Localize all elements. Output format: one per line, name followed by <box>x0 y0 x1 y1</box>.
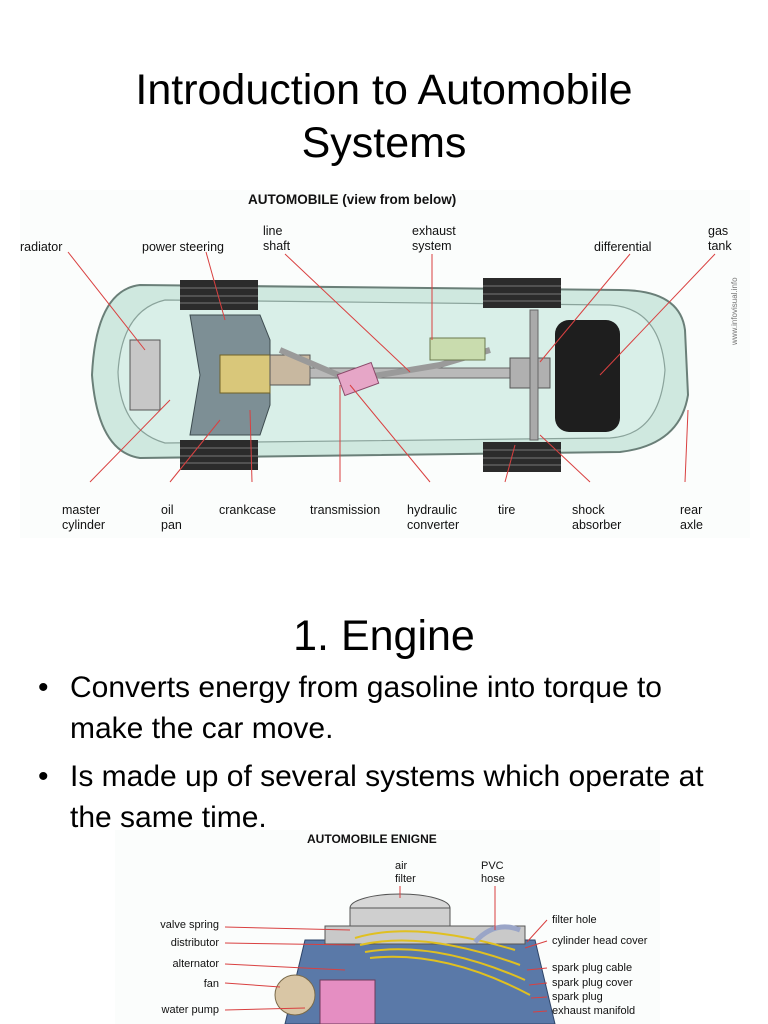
label-spark-plug: spark plug <box>552 991 603 1003</box>
slide-title-intro: Introduction to Automobile Systems <box>0 64 768 170</box>
label-gas-tank-2: tank <box>708 239 732 253</box>
label-radiator: radiator <box>20 240 63 254</box>
label-rear-1: rear <box>680 503 703 517</box>
bullet-list: • Converts energy from gasoline into tor… <box>38 667 738 845</box>
engine-diagram: AUTOMOBILE ENIGNE air filter PVC hose va… <box>115 830 660 1024</box>
label-oil-2: pan <box>161 518 182 532</box>
label-air-2: filter <box>395 873 416 885</box>
label-spark-plug-cable: spark plug cable <box>552 962 633 974</box>
bullet-item: • Converts energy from gasoline into tor… <box>38 667 738 749</box>
label-filter-hole: filter hole <box>552 914 597 926</box>
label-oil-pan: oil pan <box>161 503 182 533</box>
engine-diagram-title: AUTOMOBILE ENIGNE <box>307 832 437 846</box>
bullet-text: Is made up of several systems which oper… <box>70 760 704 834</box>
label-fan: fan <box>203 978 219 990</box>
label-distributor: distributor <box>170 937 219 949</box>
bullet-marker: • <box>38 760 49 793</box>
label-hydraulic-1: hydraulic <box>407 503 458 517</box>
label-pvc-1: PVC <box>481 860 504 872</box>
label-exhaust-2: system <box>412 239 452 253</box>
car-underside-diagram: AUTOMOBILE (view from below) www.infovis… <box>20 190 750 538</box>
label-shock-2: absorber <box>572 518 622 532</box>
bullet-item: • Is made up of several systems which op… <box>38 756 738 838</box>
label-rear-2: axle <box>680 518 703 532</box>
label-power-steering: power steering <box>142 240 224 254</box>
label-gas-tank-1: gas <box>708 224 729 238</box>
car-diagram-title: AUTOMOBILE (view from below) <box>248 192 457 207</box>
label-alternator: alternator <box>172 958 219 970</box>
label-differential: differential <box>594 240 652 254</box>
slide-title-engine: 1. Engine <box>293 612 475 660</box>
label-exhaust-manifold: exhaust manifold <box>552 1005 636 1017</box>
engine-illustration <box>224 886 556 1024</box>
label-line-shaft-1: line <box>263 224 283 238</box>
label-line-shaft: line shaft <box>263 224 290 254</box>
label-exhaust-1: exhaust <box>412 224 456 238</box>
label-gas-tank: gas tank <box>708 224 732 254</box>
label-pvc-2: hose <box>481 873 505 885</box>
slide-title-line1: Introduction to Automobile <box>135 66 633 114</box>
label-air-filter: air filter <box>395 860 416 886</box>
label-master-1: master <box>62 503 101 517</box>
label-exhaust-system: exhaust system <box>412 224 456 254</box>
label-shock-absorber: shock absorber <box>572 503 621 533</box>
label-transmission: transmission <box>310 503 381 517</box>
label-master-2: cylinder <box>62 518 106 532</box>
label-tire: tire <box>498 503 516 517</box>
car-diagram-credit: www.infovisual.info <box>730 277 739 345</box>
label-air-1: air <box>395 860 408 872</box>
car-underside-illustration <box>67 251 716 483</box>
slide-title-line2: Systems <box>301 119 467 167</box>
label-rear-axle: rear axle <box>680 503 703 533</box>
bullet-text: Converts energy from gasoline into torqu… <box>70 671 662 745</box>
label-master-cylinder: master cylinder <box>62 503 105 533</box>
label-pvc-hose: PVC hose <box>481 860 505 886</box>
label-cylinder-head-cover: cylinder head cover <box>552 935 648 947</box>
label-spark-plug-cover: spark plug cover <box>552 977 633 989</box>
bullet-marker: • <box>38 671 49 704</box>
label-hydraulic-2: converter <box>407 518 460 532</box>
label-hydraulic-converter: hydraulic converter <box>407 503 459 533</box>
label-water-pump: water pump <box>161 1004 219 1016</box>
label-crankcase: crankcase <box>219 503 276 517</box>
label-shock-1: shock <box>572 503 605 517</box>
label-valve-spring: valve spring <box>160 919 219 931</box>
label-oil-1: oil <box>161 503 174 517</box>
label-line-shaft-2: shaft <box>263 239 291 253</box>
